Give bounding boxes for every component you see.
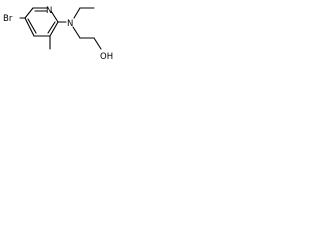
atom-label-br: Br xyxy=(3,14,13,24)
atom-label-hydroxyl: OH xyxy=(100,52,113,62)
bond-ring-c4-c5-inner xyxy=(27,18,37,34)
bond-ring-c4-c5 xyxy=(24,17,35,37)
bond-ring-c2-c3-inner xyxy=(47,21,56,34)
atom-label-ring-n: N xyxy=(46,6,52,16)
bond-ch2-oh xyxy=(93,37,102,50)
atom-label-amine-n: N xyxy=(67,19,73,29)
bond-ring-n1-c2 xyxy=(50,10,59,23)
molecule-drawing: Br N N OH xyxy=(3,6,113,62)
structure-diagram: Br N N OH xyxy=(0,0,122,83)
bond-ring-c2-c3 xyxy=(49,21,59,37)
bond-ring-c5-c6 xyxy=(24,7,34,19)
bond-n-ch2 xyxy=(72,26,81,39)
bond-n-ethyl-ch2 xyxy=(73,7,81,19)
